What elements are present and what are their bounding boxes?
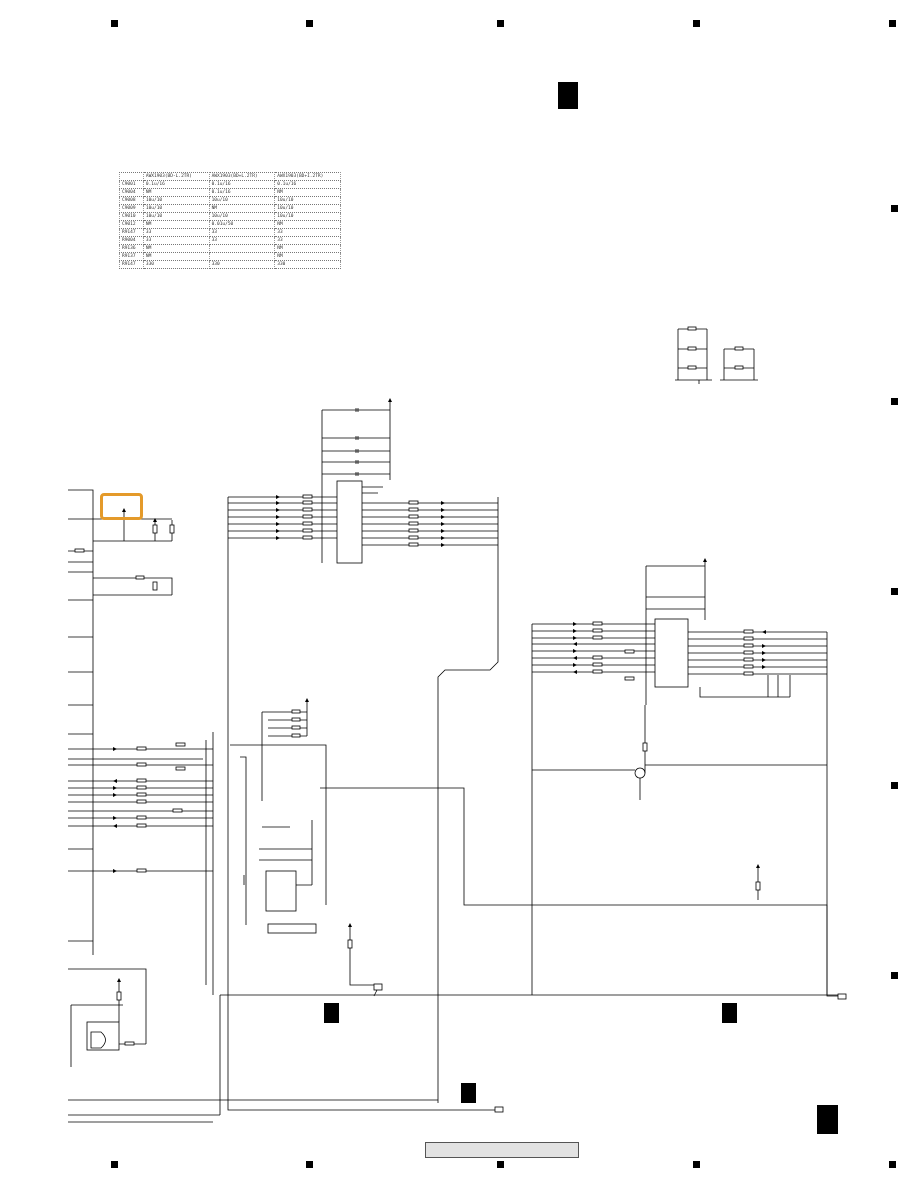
- table-cell: NM: [274, 252, 341, 261]
- control-ic-middle: [230, 700, 383, 997]
- table-cell: 330: [143, 260, 210, 269]
- section-tag-bottom: [461, 1083, 476, 1103]
- right-grid-mark-1: [891, 205, 898, 212]
- highlight-box: [100, 493, 143, 520]
- right-grid-mark-3: [891, 588, 898, 595]
- right-grid-mark-4: [891, 782, 898, 789]
- table-cell: C9004: [119, 188, 144, 197]
- table-cell: 0.1u/16: [209, 180, 276, 189]
- table-cell: 0.1u/16: [209, 188, 276, 197]
- bottom-grid-mark-4: [693, 1161, 700, 1168]
- bottom-grid-mark-1: [111, 1161, 118, 1168]
- table-cell: 33: [209, 228, 276, 237]
- resistor-network-1: [675, 326, 712, 384]
- bottom-grid-mark-3: [497, 1161, 504, 1168]
- section-tag-mid-left: [324, 1003, 339, 1023]
- table-cell: 10u/10: [274, 204, 341, 213]
- left-bus: [68, 489, 175, 955]
- table-cell: 33: [143, 236, 210, 245]
- table-cell: NM: [274, 220, 341, 229]
- bottom-grid-mark-5: [889, 1161, 896, 1168]
- table-cell: C9012: [119, 220, 144, 229]
- table-header-cell: [119, 172, 144, 181]
- table-cell: 10u/10: [143, 212, 210, 221]
- table-cell: [209, 252, 276, 261]
- table-cell: 0.01u/50: [209, 220, 276, 229]
- section-tag-top: [558, 82, 578, 109]
- table-cell: 10u/10: [274, 196, 341, 205]
- table-cell: 10u/10: [143, 196, 210, 205]
- table-header-cell: AWX1903(BD-L.2TR): [143, 172, 210, 181]
- logic-gate-box: [68, 968, 147, 1067]
- table-cell: 33: [274, 228, 341, 237]
- table-cell: NM: [143, 188, 210, 197]
- table-cell: C9008: [119, 196, 144, 205]
- transistor-q: [532, 705, 827, 800]
- table-cell: C9001: [119, 180, 144, 189]
- table-cell: 10u/10: [209, 212, 276, 221]
- top-grid-mark-5: [889, 20, 896, 27]
- table-cell: R9136: [119, 244, 144, 253]
- right-grid-mark-5: [891, 972, 898, 979]
- table-cell: NM: [274, 244, 341, 253]
- section-tag-corner: [817, 1105, 838, 1134]
- table-cell: NM: [143, 220, 210, 229]
- top-grid-mark-2: [306, 20, 313, 27]
- table-cell: R9004: [119, 236, 144, 245]
- buffer-ic-top: [227, 400, 499, 1111]
- bottom-grid-mark-2: [306, 1161, 313, 1168]
- table-header-cell: AWX1903(BD+L.2TR): [209, 172, 276, 181]
- table-cell: 33: [143, 228, 210, 237]
- footer-bar: [425, 1142, 579, 1158]
- table-cell: 10u/10: [274, 212, 341, 221]
- driver-ic-right: [531, 560, 828, 995]
- table-cell: 33: [274, 236, 341, 245]
- table-cell: NM: [209, 204, 276, 213]
- right-grid-mark-2: [891, 398, 898, 405]
- left-signal-lines: [68, 732, 214, 995]
- table-cell: R9147: [119, 260, 144, 269]
- table-cell: 10u/10: [209, 196, 276, 205]
- table-cell: 330: [274, 260, 341, 269]
- section-tag-mid-right: [722, 1003, 737, 1023]
- top-grid-mark-4: [693, 20, 700, 27]
- table-cell: R9137: [119, 252, 144, 261]
- top-grid-mark-3: [497, 20, 504, 27]
- table-cell: 10u/10: [143, 204, 210, 213]
- table-cell: 33: [209, 236, 276, 245]
- table-header-cell: AWX1903(BD+I.2TR): [274, 172, 341, 181]
- resistor-network-2: [720, 346, 758, 381]
- table-cell: 0.1u/16: [274, 180, 341, 189]
- interconnect-lines: [68, 787, 847, 1123]
- table-cell: [209, 244, 276, 253]
- parts-variant-table: AWX1903(BD-L.2TR) AWX1903(BD+L.2TR) AWX1…: [119, 172, 341, 269]
- table-cell: NM: [143, 252, 210, 261]
- table-cell: C9010: [119, 212, 144, 221]
- table-cell: C9009: [119, 204, 144, 213]
- table-cell: NM: [274, 188, 341, 197]
- top-grid-mark-1: [111, 20, 118, 27]
- table-cell: R9147: [119, 228, 144, 237]
- table-header-row: AWX1903(BD-L.2TR) AWX1903(BD+L.2TR) AWX1…: [119, 172, 341, 181]
- table-cell: NM: [143, 244, 210, 253]
- table-cell: 330: [209, 260, 276, 269]
- signal-arrows: [113, 398, 766, 982]
- table-cell: 0.1u/16: [143, 180, 210, 189]
